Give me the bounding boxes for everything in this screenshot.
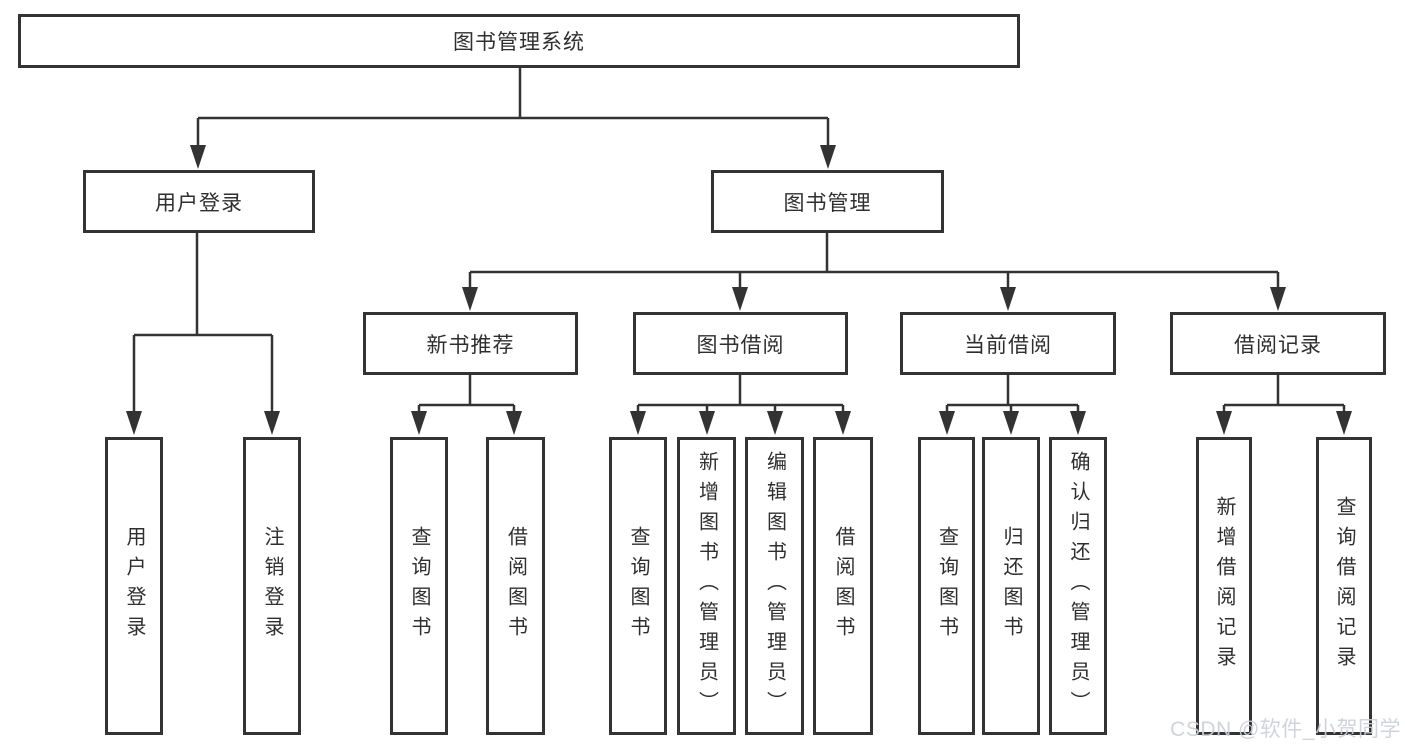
csdn-watermark: CSDN @软件_小贺同学 [1170, 718, 1401, 741]
arrow-down-icon [835, 411, 851, 435]
node-label: 当前借阅 [964, 333, 1052, 357]
node-book-management: 图书管理 [711, 170, 944, 233]
arrow-down-icon [820, 145, 836, 169]
leaf-borrow-books-recommend: 借阅图书 [486, 437, 545, 735]
arrow-down-icon [630, 411, 646, 435]
arrow-down-icon [1270, 287, 1286, 311]
leaf-logout: 注销登录 [243, 437, 301, 735]
arrow-down-icon [462, 287, 478, 311]
node-label: 借阅图书 [504, 526, 527, 646]
arrow-down-icon [1336, 411, 1352, 435]
node-label: 用户登录 [123, 526, 145, 646]
node-label: 图书管理 [783, 191, 872, 215]
arrow-down-icon [1000, 287, 1016, 311]
leaf-query-books-recommend: 查询图书 [390, 437, 448, 735]
node-label: 查询图书 [935, 526, 958, 646]
node-label: 图书借阅 [696, 333, 785, 357]
node-label: 用户登录 [155, 191, 243, 215]
leaf-borrow-books: 借阅图书 [813, 437, 873, 735]
node-label: 查询图书 [408, 526, 430, 646]
node-label: 注销登录 [261, 526, 283, 646]
node-label: 借阅记录 [1234, 333, 1322, 357]
leaf-confirm-return-admin: 确认归还（管理员） [1049, 437, 1107, 735]
node-current-borrowing: 当前借阅 [900, 312, 1116, 375]
node-label: 图书管理系统 [453, 31, 585, 54]
leaf-return-books: 归还图书 [982, 437, 1040, 735]
arrow-down-icon [1003, 411, 1019, 435]
node-label: 新增借阅记录 [1213, 496, 1235, 676]
leaf-edit-book-admin: 编辑图书（管理员） [745, 437, 804, 735]
node-user-login: 用户登录 [83, 170, 315, 233]
leaf-query-books-current: 查询图书 [918, 437, 975, 735]
arrow-down-icon [1216, 411, 1232, 435]
arrow-down-icon [411, 411, 427, 435]
leaf-add-borrow-record: 新增借阅记录 [1196, 437, 1252, 735]
leaf-add-book-admin: 新增图书（管理员） [677, 437, 736, 735]
node-library-management-system: 图书管理系统 [18, 14, 1020, 68]
node-borrow-records: 借阅记录 [1170, 312, 1386, 375]
node-label: 编辑图书（管理员） [763, 451, 786, 721]
node-label: 归还图书 [1000, 526, 1022, 646]
leaf-query-books-borrowing: 查询图书 [609, 437, 667, 735]
arrow-down-icon [190, 145, 206, 169]
arrow-down-icon [1070, 411, 1086, 435]
connector-lines [132, 68, 1346, 413]
arrow-down-icon [767, 411, 783, 435]
arrow-down-icon [939, 411, 955, 435]
node-new-book-recommend: 新书推荐 [363, 312, 578, 375]
leaf-query-borrow-record: 查询借阅记录 [1316, 437, 1372, 735]
node-label: 确认归还（管理员） [1067, 451, 1089, 721]
node-label: 新书推荐 [426, 333, 515, 357]
arrow-down-icon [506, 411, 522, 435]
node-book-borrowing: 图书借阅 [633, 312, 848, 375]
node-label: 新增图书（管理员） [695, 451, 718, 721]
arrow-down-icon [699, 411, 715, 435]
arrow-down-icons [126, 145, 1352, 435]
node-label: 借阅图书 [832, 526, 854, 646]
node-label: 查询借阅记录 [1333, 496, 1355, 676]
node-label: 查询图书 [627, 526, 649, 646]
arrow-down-icon [732, 287, 748, 311]
leaf-user-login: 用户登录 [105, 437, 163, 735]
arrow-down-icon [264, 411, 280, 435]
arrow-down-icon [126, 411, 142, 435]
